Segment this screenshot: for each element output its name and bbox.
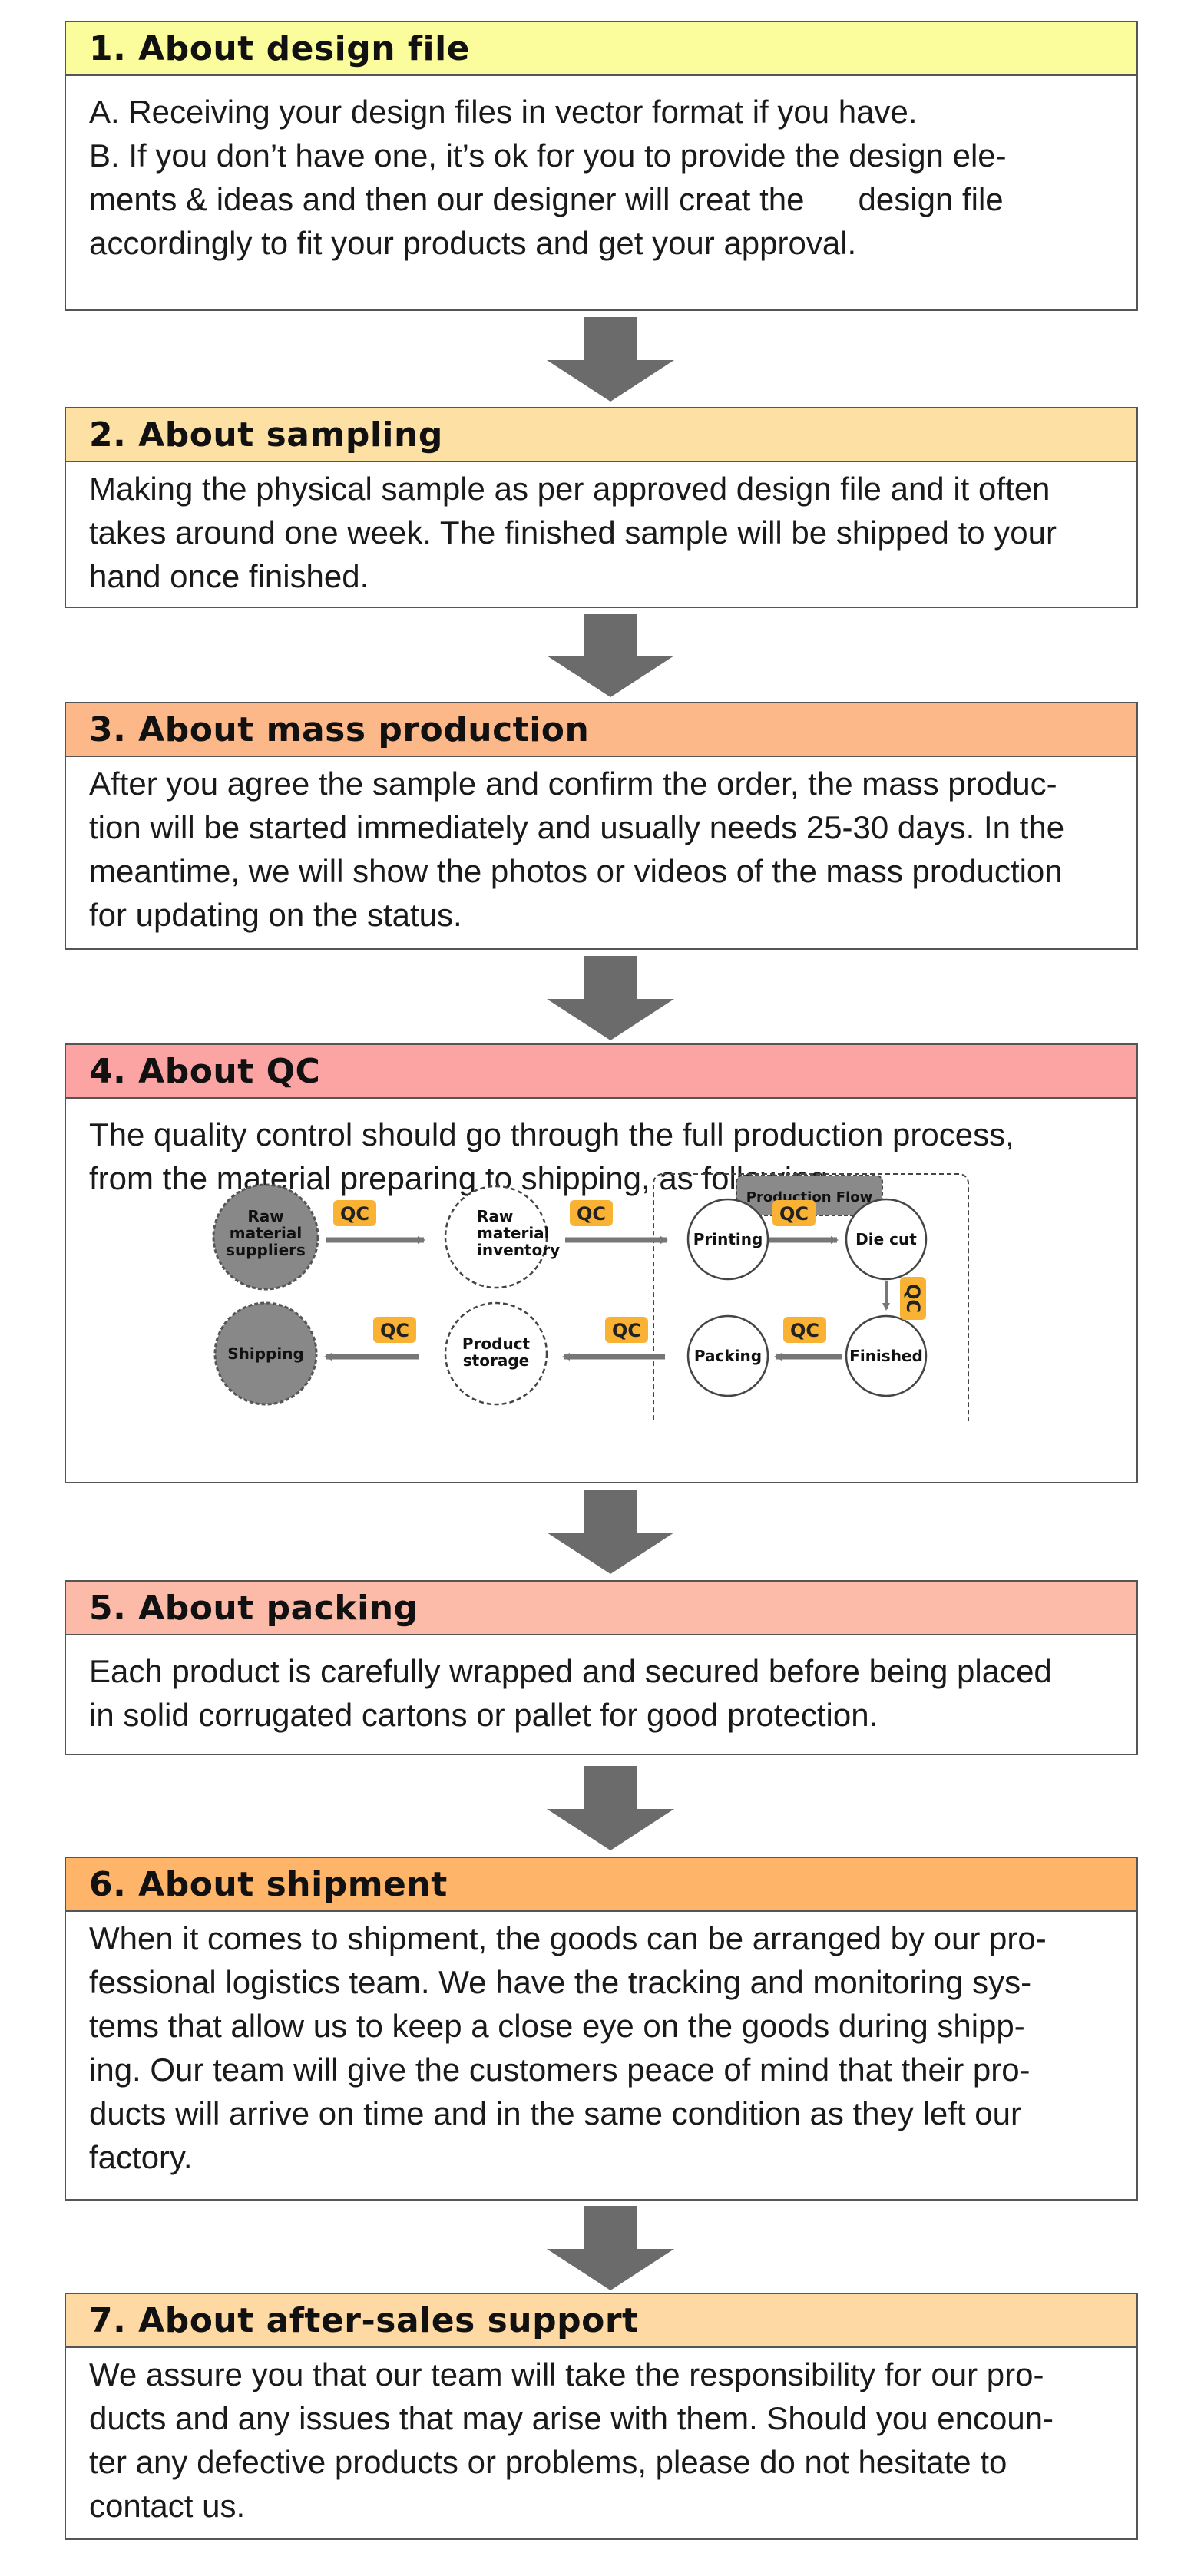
section-body: A. Receiving your design files in vector…: [66, 76, 1136, 265]
section-title: 1. About design file: [66, 22, 1136, 76]
body-line: When it comes to shipment, the goods can…: [89, 1920, 1047, 1956]
flow-down-arrow: [547, 956, 674, 1040]
qc-badge: QC: [772, 1200, 816, 1226]
svg-text:storage: storage: [463, 1351, 529, 1370]
svg-text:suppliers: suppliers: [226, 1241, 306, 1259]
flow-down-arrow: [547, 2206, 674, 2290]
svg-text:Finished: Finished: [849, 1347, 923, 1365]
section-qc: 4. About QC The quality control should g…: [65, 1043, 1138, 1483]
svg-text:inventory: inventory: [477, 1241, 560, 1259]
flow-down-arrow: [547, 1766, 674, 1850]
section-after-sales: 7. About after-sales support We assure y…: [65, 2293, 1138, 2540]
section-title: 5. About packing: [66, 1582, 1136, 1635]
section-title: 7. About after-sales support: [66, 2294, 1136, 2348]
body-line: for updating on the status.: [89, 897, 462, 933]
section-title: 4. About QC: [66, 1045, 1136, 1099]
section-title: 3. About mass production: [66, 703, 1136, 757]
production-flow-container: [653, 1173, 969, 1421]
section-design-file: 1. About design file A. Receiving your d…: [65, 21, 1138, 311]
svg-text:Raw: Raw: [247, 1207, 283, 1225]
qc-badge: QC: [900, 1277, 926, 1320]
node-shipping: Shipping: [213, 1301, 318, 1406]
svg-text:material: material: [230, 1224, 303, 1242]
body-line: ter any defective products or problems, …: [89, 2444, 1007, 2480]
body-line: fessional logistics team. We have the tr…: [89, 1964, 1032, 2000]
body-line: hand once finished.: [89, 558, 369, 594]
qc-badge: QC: [605, 1317, 648, 1343]
svg-text:QC: QC: [779, 1203, 809, 1225]
svg-text:Raw: Raw: [477, 1207, 513, 1225]
body-line: contact us.: [89, 2488, 246, 2524]
body-line: meantime, we will show the photos or vid…: [89, 853, 1063, 889]
section-body: We assure you that our team will take th…: [66, 2348, 1136, 2528]
section-body: Each product is carefully wrapped and se…: [66, 1635, 1136, 1737]
qc-badge: QC: [373, 1317, 416, 1343]
svg-text:Shipping: Shipping: [227, 1344, 304, 1363]
node-printing: Printing: [686, 1198, 769, 1281]
flow-down-arrow: [547, 1490, 674, 1574]
node-raw-material-inventory: Raw material inventory: [444, 1185, 560, 1289]
svg-text:Product: Product: [462, 1334, 531, 1353]
svg-text:QC: QC: [790, 1320, 819, 1341]
svg-text:QC: QC: [340, 1203, 369, 1225]
body-line: We assure you that our team will take th…: [89, 2356, 1044, 2392]
svg-text:QC: QC: [380, 1320, 409, 1341]
svg-text:Die cut: Die cut: [855, 1230, 917, 1248]
node-finished: Finished: [845, 1314, 928, 1397]
section-body: After you agree the sample and confirm t…: [66, 757, 1136, 937]
svg-text:Printing: Printing: [693, 1230, 763, 1248]
node-raw-material-suppliers: Raw material suppliers: [212, 1183, 319, 1291]
section-mass-production: 3. About mass production After you agree…: [65, 702, 1138, 950]
body-line: accordingly to fit your products and get…: [89, 225, 857, 261]
section-title: 2. About sampling: [66, 408, 1136, 462]
qc-badge: QC: [333, 1200, 376, 1226]
body-line: B. If you don’t have one, it’s ok for yo…: [89, 137, 1007, 174]
body-line: from the material preparing to shipping,…: [89, 1160, 837, 1196]
section-body: The quality control should go through th…: [66, 1099, 1136, 1200]
body-line: takes around one week. The finished samp…: [89, 514, 1057, 551]
flow-down-arrow: [547, 317, 674, 402]
body-line: in solid corrugated cartons or pallet fo…: [89, 1697, 878, 1733]
section-packing: 5. About packing Each product is careful…: [65, 1580, 1138, 1755]
body-line: Each product is carefully wrapped and se…: [89, 1653, 1052, 1689]
body-line: ments & ideas and then our designer will…: [89, 181, 1004, 217]
body-line: ing. Our team will give the customers pe…: [89, 2052, 1031, 2088]
body-line: After you agree the sample and confirm t…: [89, 766, 1057, 802]
qc-badge: QC: [570, 1200, 613, 1226]
body-line: Making the physical sample as per approv…: [89, 471, 1050, 507]
body-line: The quality control should go through th…: [89, 1116, 1014, 1152]
node-packing: Packing: [686, 1314, 769, 1397]
svg-text:material: material: [477, 1224, 550, 1242]
section-shipment: 6. About shipment When it comes to shipm…: [65, 1857, 1138, 2201]
svg-text:Packing: Packing: [694, 1347, 762, 1365]
section-title: 6. About shipment: [66, 1858, 1136, 1912]
body-line: factory.: [89, 2139, 193, 2175]
body-line: ducts and any issues that may arise with…: [89, 2400, 1054, 2436]
section-sampling: 2. About sampling Making the physical sa…: [65, 407, 1138, 608]
section-body: When it comes to shipment, the goods can…: [66, 1912, 1136, 2179]
qc-badge: QC: [783, 1317, 826, 1343]
body-line: tion will be started immediately and usu…: [89, 809, 1065, 845]
svg-text:QC: QC: [612, 1320, 641, 1341]
section-body: Making the physical sample as per approv…: [66, 462, 1136, 598]
svg-text:QC: QC: [902, 1284, 924, 1313]
svg-text:QC: QC: [577, 1203, 606, 1225]
node-product-storage: Product storage: [444, 1301, 548, 1406]
body-line: tems that allow us to keep a close eye o…: [89, 2008, 1025, 2044]
body-line: A. Receiving your design files in vector…: [89, 94, 918, 130]
qc-flow-diagram: Production Flow Raw material suppliers R…: [66, 1145, 1140, 1421]
body-line: ducts will arrive on time and in the sam…: [89, 2095, 1021, 2131]
flow-down-arrow: [547, 614, 674, 697]
node-die-cut: Die cut: [845, 1198, 928, 1281]
